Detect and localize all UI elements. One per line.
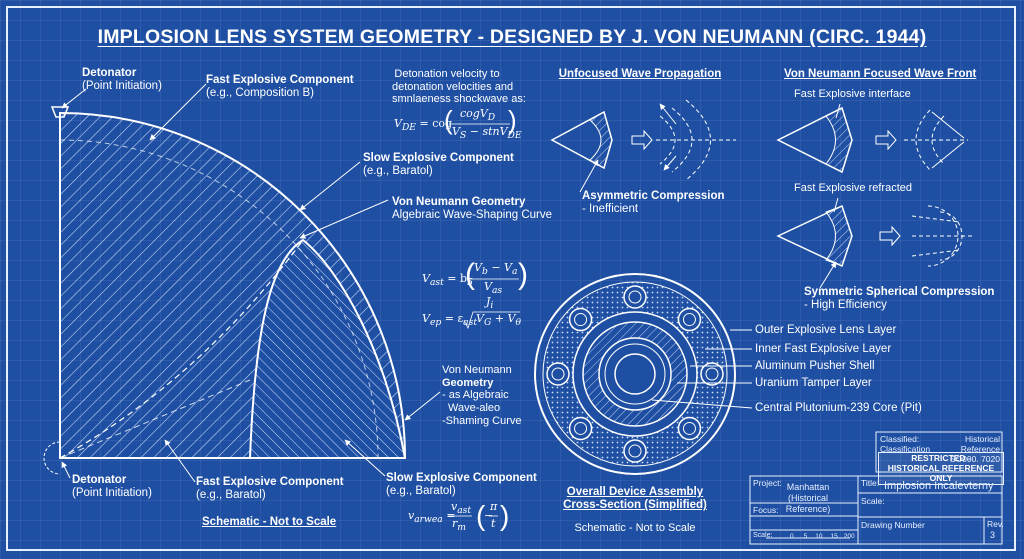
- quarter-lens-diagram: [43, 83, 441, 483]
- project-label: Project:: [753, 478, 782, 488]
- classification-info: Classified:Classification: [880, 434, 931, 454]
- lens-bubble-core: [574, 313, 588, 327]
- asymmetric-label: Asymmetric Compression- Inefficient: [582, 190, 725, 216]
- fast-interface-label: Fast Explosive interface: [794, 88, 911, 100]
- lens-bubble-core: [628, 444, 642, 458]
- equation-4-numerator: vast: [451, 500, 472, 517]
- layer-label-inner-fast: Inner Fast Explosive Layer: [755, 343, 892, 355]
- fast-component-bottom-label: Fast Explosive Component(e.g., Baratol): [196, 476, 344, 502]
- paren-left: (: [444, 105, 453, 135]
- lens-bubble: [546, 362, 570, 386]
- inner-boundary-arc: [59, 139, 379, 459]
- symmetric-label: Symmetric Spherical Compression- High Ef…: [804, 286, 995, 312]
- lens-detonators: [546, 285, 724, 463]
- paren4-left: (: [476, 500, 486, 531]
- title-block-lines: [749, 431, 1003, 545]
- layer-label-pusher: Aluminum Pusher Shell: [755, 360, 875, 372]
- lens-bubble-core: [682, 313, 696, 327]
- unfocused-heading: Unfocused Wave Propagation: [558, 68, 722, 80]
- fast-refracted-label: Fast Explosive refracted: [794, 182, 912, 194]
- project-value: Manhattan(Historical Reference): [785, 482, 831, 514]
- detonator-bottom-label: Detonator(Point Initiation): [72, 474, 152, 500]
- lens-bubble: [568, 416, 593, 441]
- slow-explosive-hatch: [248, 238, 407, 459]
- focus-label: Focus:: [753, 505, 779, 515]
- paren2-right: ): [518, 258, 528, 291]
- unfocused-wave-diagram: [550, 99, 736, 193]
- lens-bubble-core: [628, 290, 642, 304]
- lens-bubble: [568, 307, 593, 332]
- restricted-stamp: RESTRICTED -HISTORICAL REFERENCE ONLY: [878, 452, 1004, 486]
- equation-3-root: VG + Vθ: [476, 312, 521, 329]
- paren4-right: ): [500, 500, 510, 531]
- scale-label: Scale:: [861, 496, 885, 506]
- focused-wave-diagram: [776, 103, 972, 289]
- slow-component-mid-label: Slow Explosive Component(e.g., Baratol): [363, 152, 514, 178]
- equation-4-pi: π: [490, 500, 498, 513]
- detonator-bottom-arc: [43, 441, 61, 475]
- layer-label-core: Central Plutonium-239 Core (Pit): [755, 402, 922, 414]
- focused-heading: Von Neumann Focused Wave Front: [784, 68, 977, 80]
- equation-1-denominator: VS − stnVDE: [452, 125, 522, 142]
- equation-3-lhs: Vep = εast: [422, 312, 477, 329]
- rev-label: Rev.: [987, 519, 1004, 529]
- equation-4-t: t: [491, 517, 496, 530]
- layer-label-tamper: Uranium Tamper Layer: [755, 377, 872, 389]
- equation-4-denominator: rm: [452, 517, 466, 534]
- lens-bubble-core: [551, 367, 565, 381]
- lens-bubble: [677, 307, 702, 332]
- lens-bubble: [623, 285, 647, 309]
- equation-4-lhs: varwea =: [408, 509, 456, 526]
- lens-bubble: [623, 439, 647, 463]
- wave-curve: [59, 239, 304, 459]
- equation-1-numerator: cogVD: [460, 107, 496, 124]
- scale-bar-label: Scale:: [753, 532, 773, 539]
- equation-2-lhs: Vast = b5: [422, 272, 473, 289]
- equation-2-denominator: Vas: [484, 280, 503, 297]
- lens-bubble: [677, 416, 702, 441]
- assembly-subcaption: Schematic - Not to Scale: [574, 522, 696, 534]
- title-value: Implosion Incalevterny: [884, 480, 994, 492]
- outer-frame: [6, 6, 1016, 551]
- lens-caption: Schematic - Not to Scale: [202, 516, 337, 528]
- lens-bubble-core: [574, 421, 588, 435]
- title-label: Title:: [861, 478, 880, 488]
- lens-bubble: [700, 362, 724, 386]
- lens-bubble-core: [682, 421, 696, 435]
- drawing-number-label: Drawing Number: [861, 520, 925, 530]
- paren-right: ): [508, 105, 517, 135]
- equation-4-minus: −: [484, 509, 494, 522]
- paren2-left: (: [465, 258, 475, 291]
- layer-label-outer-lens: Outer Explosive Lens Layer: [755, 324, 897, 336]
- page-title: IMPLOSION LENS SYSTEM GEOMETRY - DESIGNE…: [97, 26, 927, 48]
- equation-2-numerator: Vb − Va: [474, 261, 518, 278]
- detonator-top-label: Detonator(Point Initiation): [82, 67, 162, 93]
- slow-component-bottom-label: Slow Explosive Component(e.g., Baratol): [386, 472, 537, 498]
- equation-1-lhs: VDE = cog: [394, 117, 453, 134]
- lens-bubble-core: [705, 367, 719, 381]
- assembly-cross-section: [534, 273, 753, 475]
- rev-value: 3: [990, 530, 996, 540]
- fast-component-top-label: Fast Explosive Component(e.g., Compositi…: [206, 74, 354, 100]
- equation-2-tail: Ji: [486, 295, 494, 312]
